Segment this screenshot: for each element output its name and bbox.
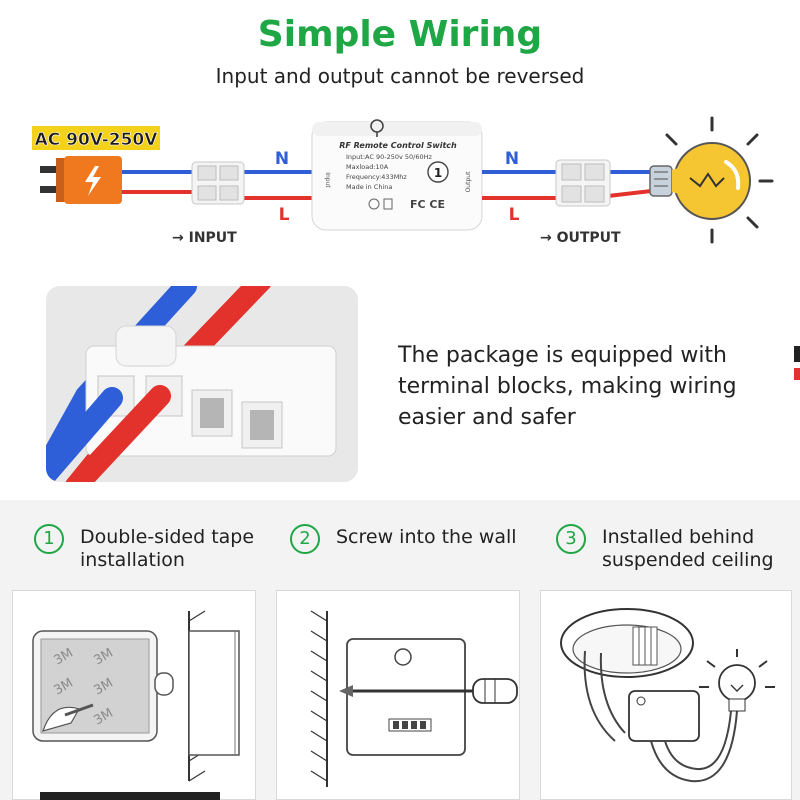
step-2: 2 Screw into the wall: [290, 524, 530, 584]
channel-badge: [427, 161, 449, 183]
device-frequency: Frequency:433Mhz: [346, 173, 407, 181]
step-number: 3: [556, 524, 586, 554]
screw-installation-illustration: [310, 610, 518, 787]
output-l-label: L: [509, 205, 520, 225]
page-subtitle: Input and output cannot be reversed: [215, 64, 585, 88]
wiring-diagram: AC 90V-250V N L → INPUT RF Remote Contro…: [32, 116, 774, 246]
output-terminal-block-icon: [555, 159, 611, 207]
bottom-edge-fragment: [40, 792, 220, 800]
ceiling-installation-panel: [540, 590, 792, 800]
step-text: Screw into the wall: [336, 526, 517, 548]
bin-icon: [383, 198, 393, 210]
terminal-block-image: [46, 286, 358, 482]
device-made-in: Made in China: [346, 183, 392, 191]
package-description: The package is equipped with terminal bl…: [398, 343, 737, 430]
step-number: 2: [290, 524, 320, 554]
channel-number: 1: [434, 166, 442, 180]
terminal-block-photo: [46, 286, 358, 482]
device-side-output: Output: [465, 171, 472, 192]
cert-marks: FC CE: [410, 198, 445, 211]
recycle-icon: [368, 198, 380, 210]
installation-section: 1 Double-sided tape installation 2 Screw…: [0, 500, 800, 800]
light-bulb-icon: [649, 116, 774, 244]
output-label: → OUTPUT: [540, 230, 621, 246]
device-input-spec: Input:AC 90-250v 50/60Hz: [346, 153, 433, 161]
rf-switch-module: RF Remote Control Switch Input:AC 90-250…: [311, 119, 483, 231]
plug-icon: [40, 156, 122, 204]
screw-installation-panel: [276, 590, 520, 800]
edge-mark: [794, 346, 800, 362]
voltage-label: AC 90V-250V: [35, 130, 159, 150]
step-3: 3 Installed behind suspended ceiling: [556, 524, 796, 584]
input-l-label: L: [279, 205, 290, 225]
page-title: Simple Wiring: [257, 14, 543, 55]
tape-installation-panel: 3M 3M 3M 3M 3M 3M: [12, 590, 256, 800]
ceiling-installation-illustration: [560, 608, 775, 783]
step-number: 1: [34, 524, 64, 554]
input-terminal-block-icon: [191, 161, 245, 205]
voltage-label-bg: [32, 126, 160, 150]
step-text: Installed behind suspended ceiling: [602, 526, 774, 571]
input-n-label: N: [275, 149, 289, 169]
device-name: RF Remote Control Switch: [339, 141, 457, 150]
step-1: 1 Double-sided tape installation: [34, 524, 274, 584]
device-maxload: Maxload:10A: [346, 163, 389, 171]
edge-mark: [794, 368, 800, 380]
input-label: → INPUT: [172, 230, 237, 246]
step-text: Double-sided tape installation: [80, 526, 255, 571]
output-n-label: N: [505, 149, 519, 169]
tape-installation-illustration: 3M 3M 3M 3M 3M 3M: [32, 610, 240, 782]
device-side-input: Input: [324, 172, 331, 188]
